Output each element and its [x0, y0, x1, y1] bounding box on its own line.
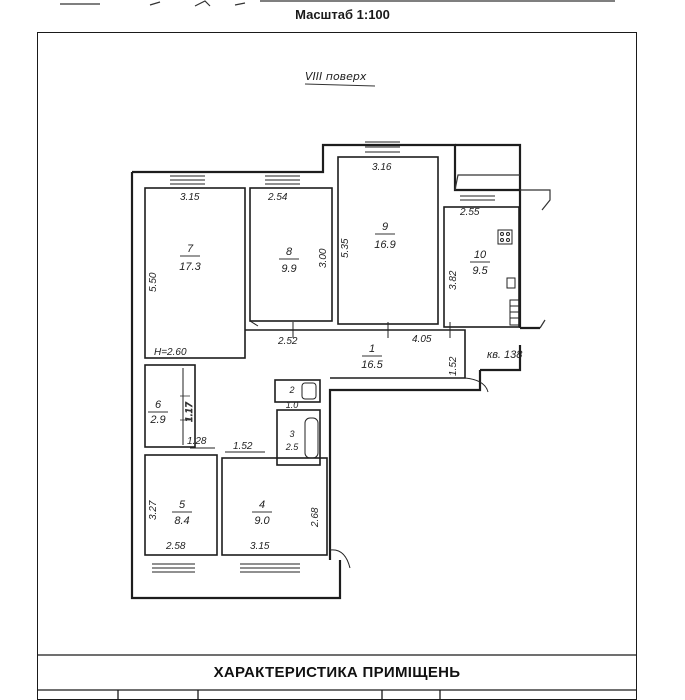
room-8-number: 8: [286, 246, 293, 258]
room-6-area: 2.9: [149, 414, 165, 426]
dim-corridor-height: 1.52: [448, 356, 459, 376]
dim-4-width: 3.15: [250, 541, 270, 552]
room-7-area: 17.3: [179, 261, 201, 273]
room-3-number: 3: [289, 429, 294, 439]
characteristics-table-title: ХАРАКТЕРИСТИКА ПРИМІЩЕНЬ: [213, 664, 461, 681]
room-2-area: 1.0: [286, 400, 299, 410]
dim-10-width: 2.55: [459, 207, 480, 218]
svg-text:1.17: 1.17: [185, 402, 195, 422]
room-5-number: 5: [179, 499, 186, 511]
room-6-number: 6: [155, 399, 162, 411]
dim-7-height: 5.50: [148, 272, 159, 292]
room-4-area: 9.0: [254, 515, 270, 527]
room-1-number: 1: [369, 343, 375, 355]
room-3-area: 2.5: [285, 442, 300, 452]
room-4-number: 4: [259, 499, 265, 511]
room-5-area: 8.4: [174, 515, 189, 527]
dim-corridor-left: 2.52: [277, 336, 298, 347]
room-8-area: 9.9: [281, 263, 296, 275]
room-1-area: 16.5: [361, 359, 383, 371]
ceiling-height-note: H=2.60: [154, 347, 187, 358]
floor-label: VIII поверх: [305, 70, 367, 83]
windows: [152, 141, 495, 573]
dim-9-height: 5.35: [340, 238, 351, 258]
dim-10-height: 3.82: [448, 270, 459, 290]
room-9-area: 16.9: [374, 239, 395, 251]
dim-5-width: 2.58: [165, 541, 186, 552]
room-9-number: 9: [382, 221, 388, 233]
dim-7-width: 3.15: [180, 192, 200, 203]
inner-walls: [144, 156, 520, 556]
dim-corridor-right: 4.05: [412, 334, 432, 345]
room-2-number: 2: [288, 385, 294, 395]
room-10-number: 10: [474, 249, 487, 261]
apartment-label: кв. 138: [487, 349, 523, 361]
header-handwriting: [60, 0, 615, 7]
room-10-area: 9.5: [472, 265, 488, 277]
dim-5-top: 1.28: [187, 436, 207, 447]
fixtures: [182, 229, 520, 569]
dim-9-width: 3.16: [372, 162, 392, 173]
dim-5-height: 3.27: [148, 500, 159, 520]
dim-4-top: 1.52: [233, 441, 253, 452]
dim-4-height: 2.68: [310, 507, 321, 528]
room-7-number: 7: [187, 243, 194, 255]
dim-8-width: 2.54: [267, 192, 288, 203]
dim-8-height: 3.00: [318, 248, 329, 268]
scale-caption: Масштаб 1:100: [295, 7, 390, 22]
